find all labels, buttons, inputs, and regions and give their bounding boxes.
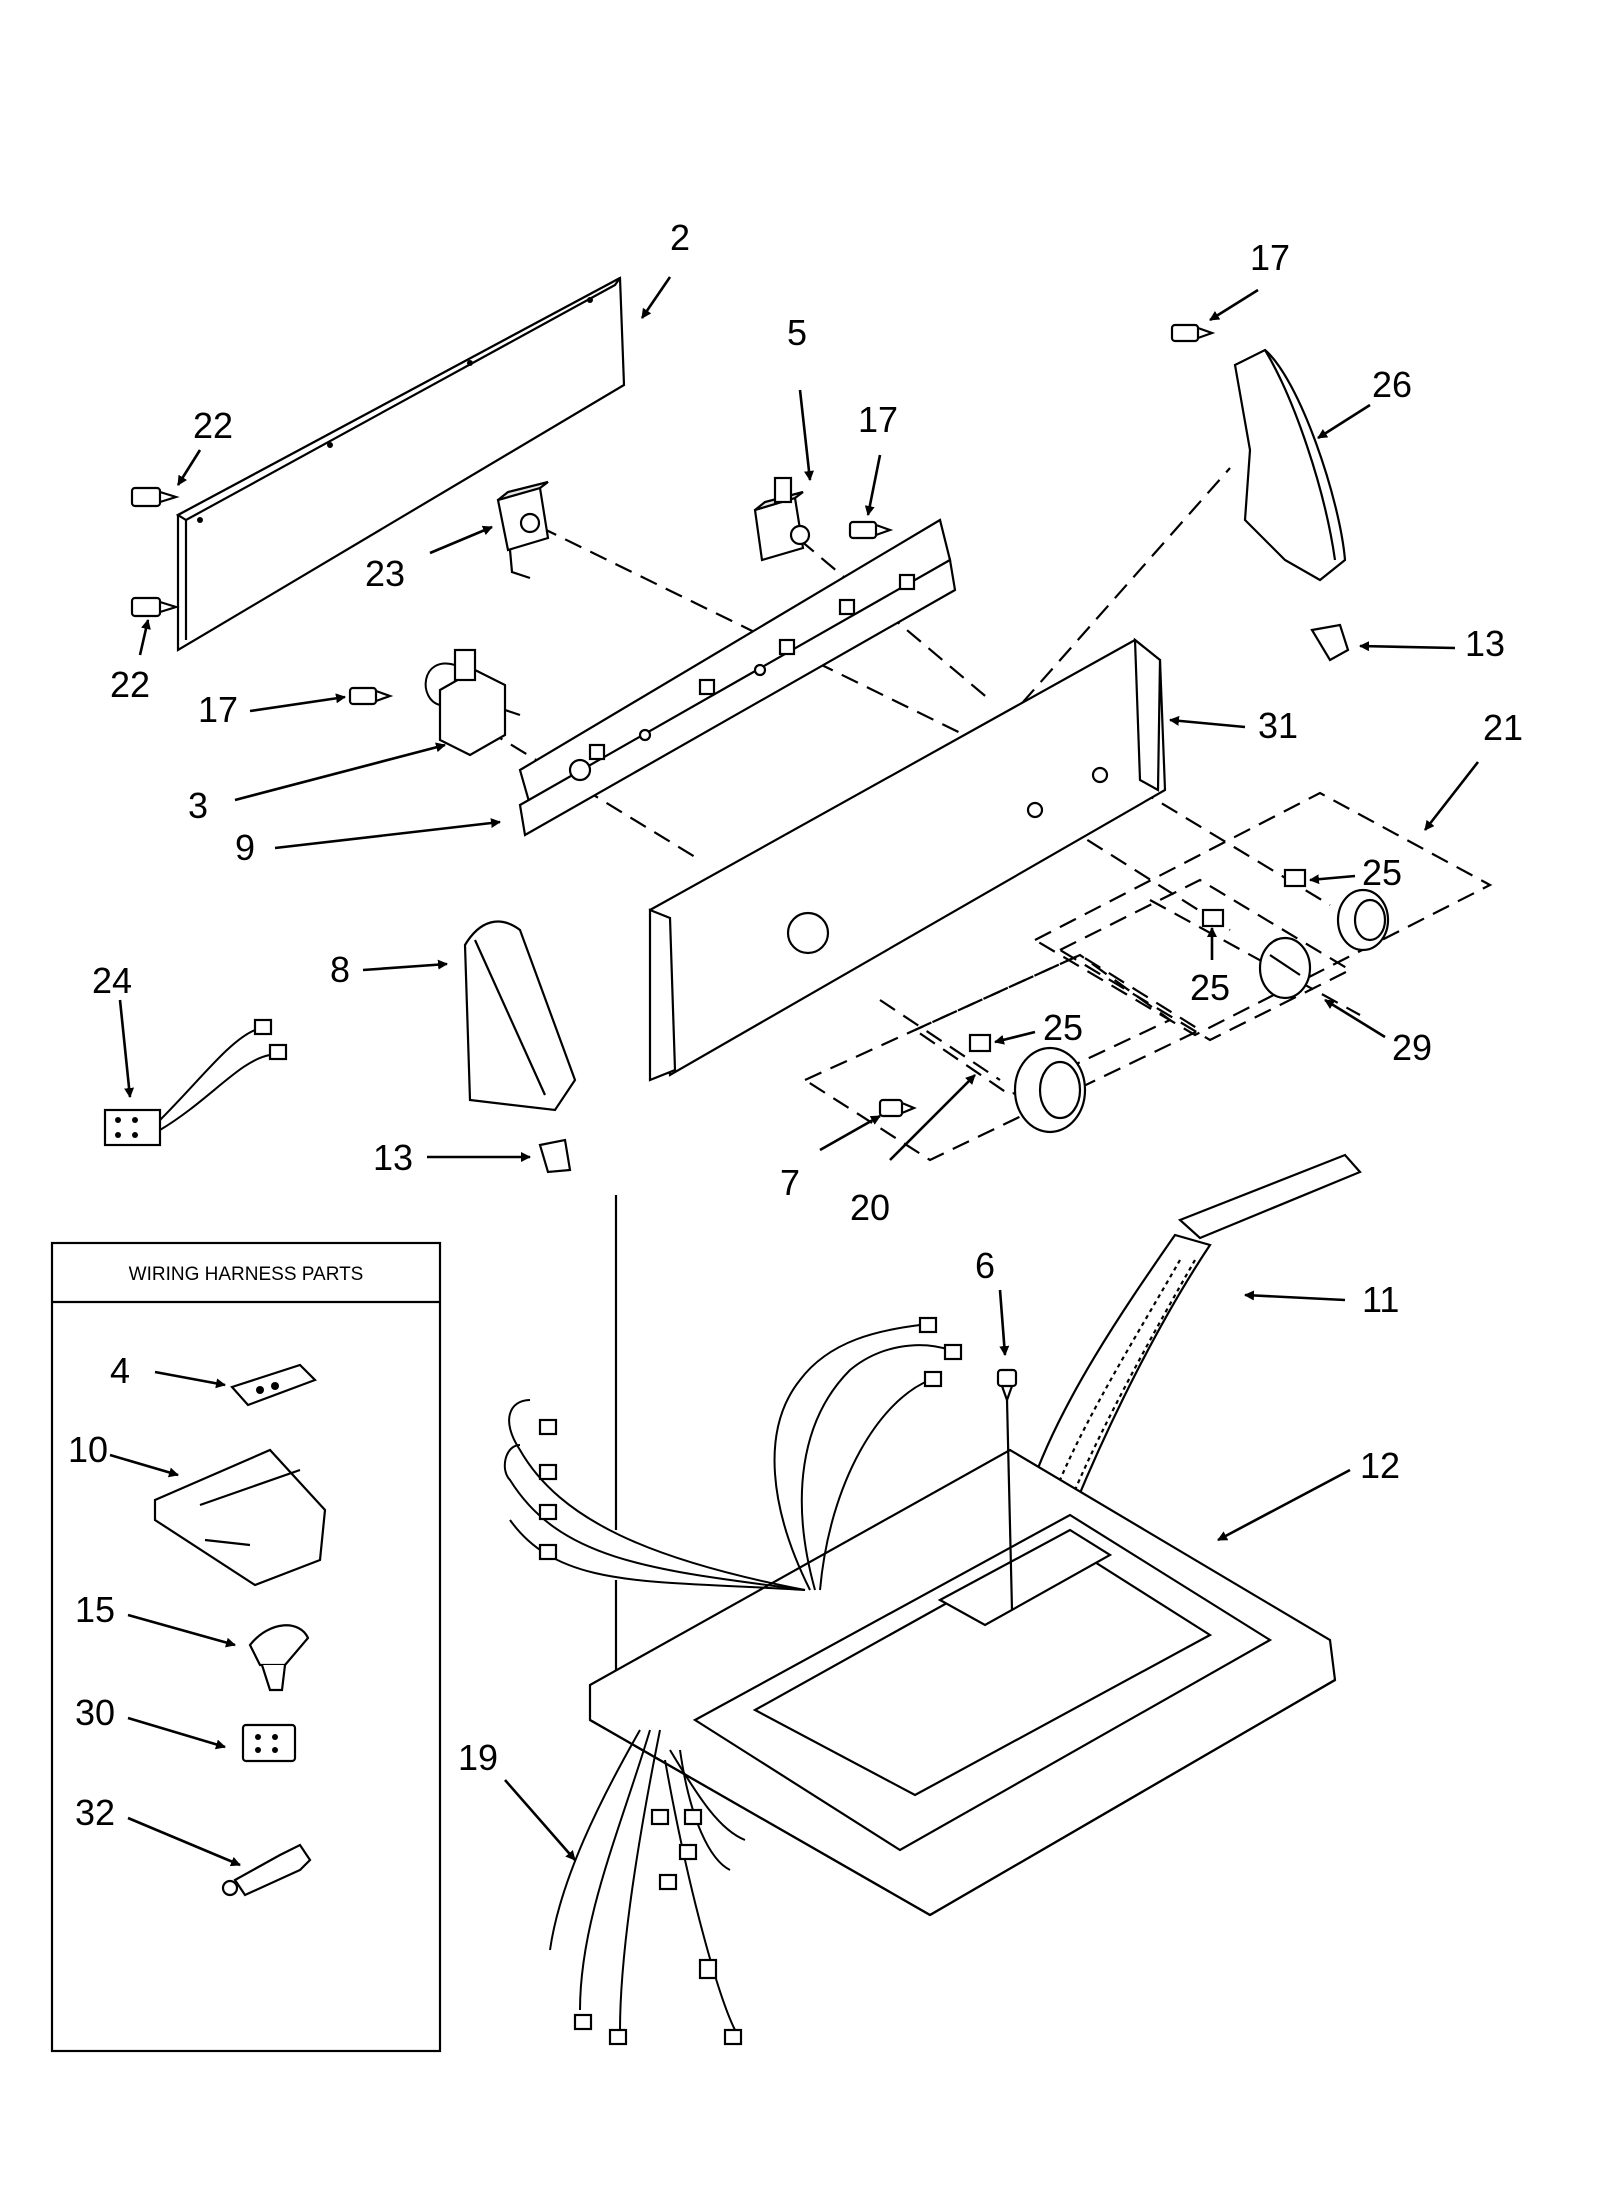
label-17-top: 17 <box>1250 237 1290 278</box>
leader-lines <box>109 276 1480 1867</box>
connector-4 <box>230 1363 317 1407</box>
label-22-lower: 22 <box>110 664 150 705</box>
part-labels: 2 22 22 23 5 17 17 26 13 17 3 9 31 21 25… <box>68 217 1523 1833</box>
label-31: 31 <box>1258 705 1298 746</box>
label-25-low: 25 <box>1043 1007 1083 1048</box>
label-2: 2 <box>670 217 690 258</box>
label-17-center: 17 <box>858 399 898 440</box>
label-5: 5 <box>787 312 807 353</box>
terminal-32 <box>221 1843 312 1897</box>
console-back-panel <box>175 276 626 652</box>
label-11: 11 <box>1362 1279 1399 1320</box>
label-22-upper: 22 <box>193 405 233 446</box>
screw-22-lower <box>130 596 180 618</box>
label-9: 9 <box>235 827 255 868</box>
label-30: 30 <box>75 1692 115 1733</box>
connector-10 <box>153 1448 327 1587</box>
label-7: 7 <box>780 1162 800 1203</box>
label-13-right: 13 <box>1465 623 1505 664</box>
label-12: 12 <box>1360 1445 1400 1486</box>
timer-switch-5 <box>753 476 811 562</box>
legend-title: WIRING HARNESS PARTS <box>129 1264 364 1285</box>
label-15: 15 <box>75 1589 115 1630</box>
knob-21 <box>1336 888 1390 952</box>
top-panel <box>588 1448 1337 1917</box>
label-13-left: 13 <box>373 1137 413 1178</box>
knob-29 <box>1258 936 1312 1000</box>
clip-13-left <box>538 1138 572 1174</box>
label-4: 4 <box>110 1350 130 1391</box>
knob-20 <box>1013 1046 1087 1134</box>
label-20: 20 <box>850 1187 890 1228</box>
wire-harness-upper <box>503 1316 963 1591</box>
console-end-cap-right <box>1233 348 1347 582</box>
assembly-lines <box>486 467 1493 1162</box>
screw-17-left <box>348 686 394 706</box>
screw-6 <box>996 1368 1018 1404</box>
control-panel-bracket <box>518 518 957 837</box>
wiring-harness-parts-legend: WIRING HARNESS PARTS <box>50 1241 442 2053</box>
selector-switch-3 <box>424 648 521 757</box>
connector-30 <box>241 1723 297 1763</box>
label-29: 29 <box>1392 1027 1432 1068</box>
label-25-top: 25 <box>1362 852 1402 893</box>
label-8: 8 <box>330 949 350 990</box>
clip-25-mid <box>1201 908 1225 928</box>
label-25-mid: 25 <box>1190 967 1230 1008</box>
clip-15 <box>248 1624 310 1692</box>
reference-lines <box>614 1195 1014 1670</box>
label-17-left: 17 <box>198 689 238 730</box>
control-panel-front <box>648 637 1167 1082</box>
clip-25-low <box>968 1033 992 1053</box>
label-32: 32 <box>75 1792 115 1833</box>
label-19: 19 <box>458 1737 498 1778</box>
screw-17-right <box>1170 323 1216 343</box>
label-23: 23 <box>365 553 405 594</box>
console-end-cap-left <box>463 920 577 1112</box>
clip-25-top <box>1283 868 1307 888</box>
screw-7 <box>878 1098 917 1118</box>
label-21: 21 <box>1483 707 1523 748</box>
screw-22-upper <box>130 486 180 508</box>
wire-harness-24 <box>103 1018 288 1147</box>
screw-17-center <box>848 520 894 540</box>
label-26: 26 <box>1372 364 1412 405</box>
clip-13-right <box>1310 623 1350 662</box>
label-10: 10 <box>68 1429 108 1470</box>
label-3: 3 <box>188 785 208 826</box>
label-6: 6 <box>975 1245 995 1286</box>
label-24: 24 <box>92 960 132 1001</box>
lint-screen <box>1028 1153 1362 1507</box>
wire-harness-19 <box>549 1729 746 2046</box>
rotary-switch-23 <box>496 480 550 580</box>
